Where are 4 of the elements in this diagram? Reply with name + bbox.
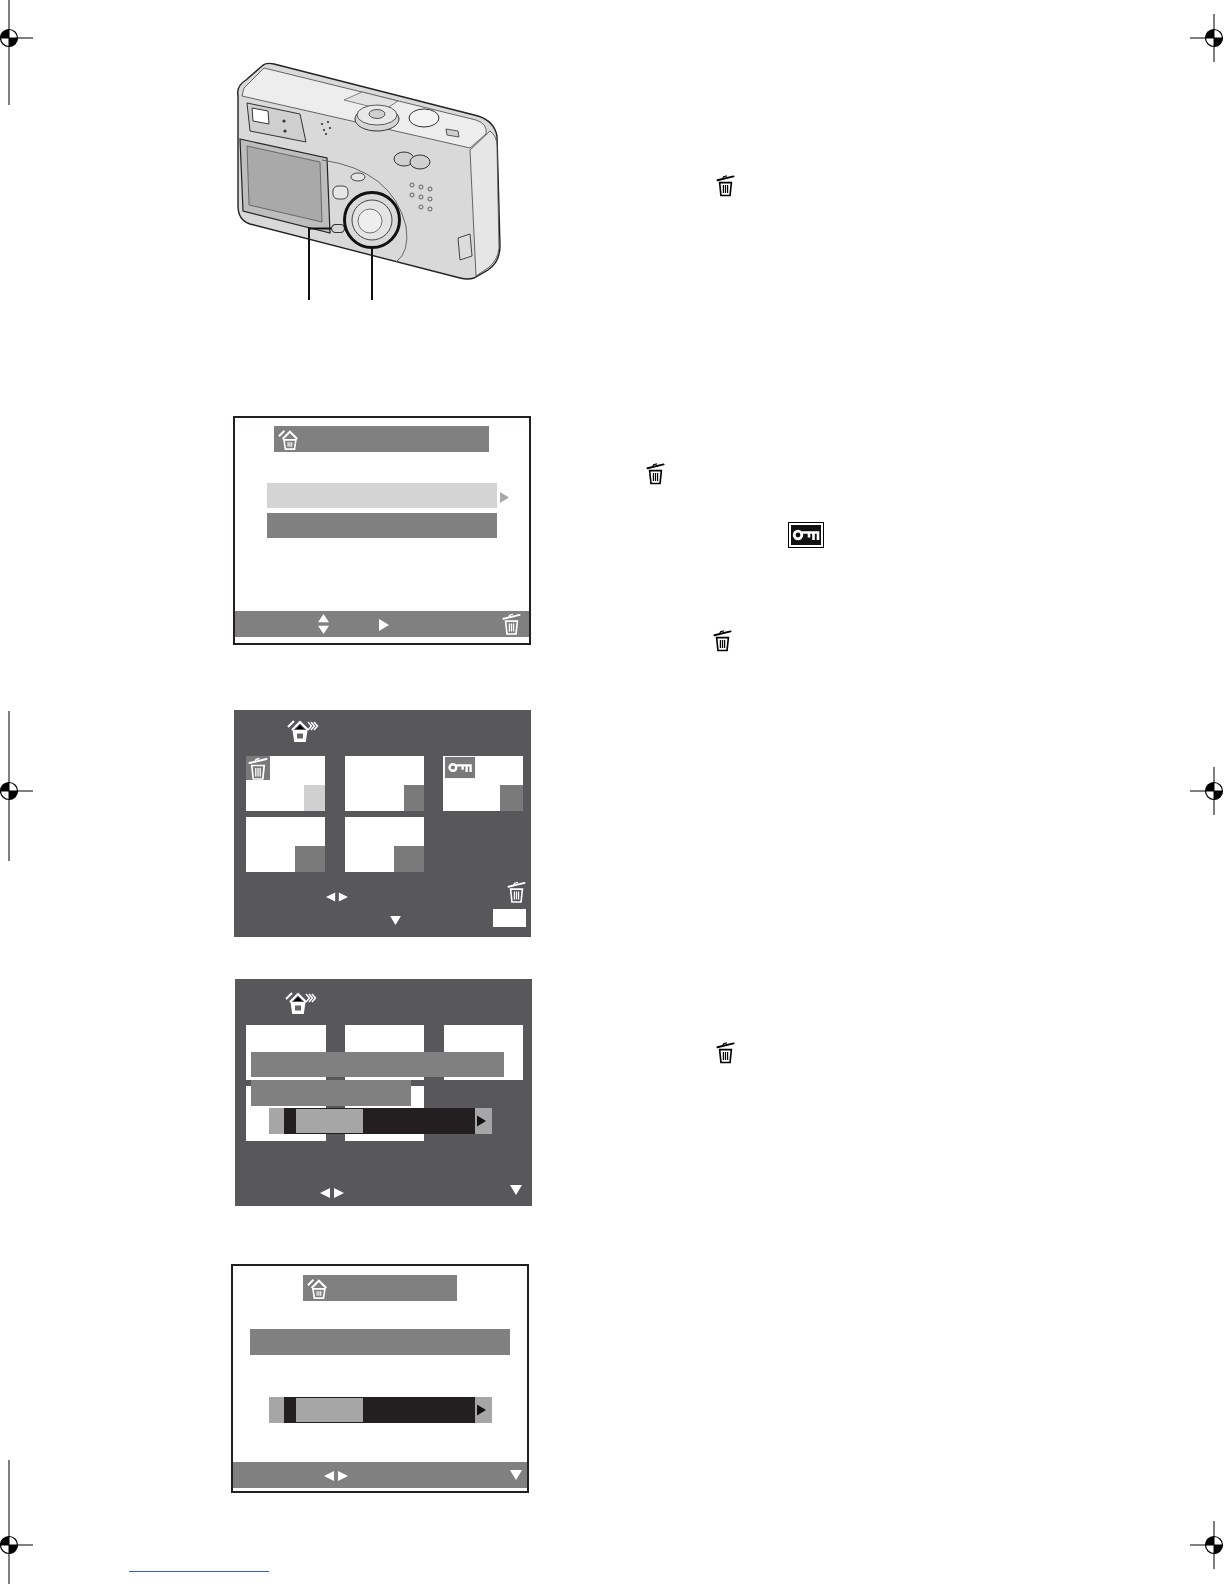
highlight-ring [343,191,401,249]
leader-line [371,248,373,301]
camera-button [331,224,345,233]
leader-line [308,227,332,301]
